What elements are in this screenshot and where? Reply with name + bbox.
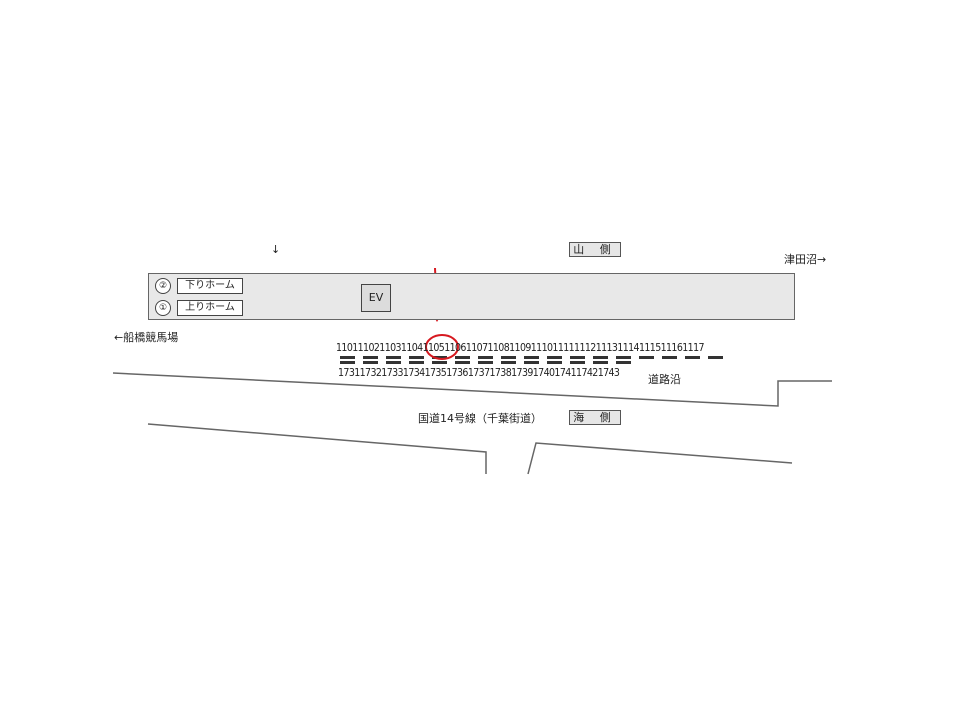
spot-number: 1742: [576, 367, 598, 379]
spot-marker: [501, 356, 516, 359]
spot-marker: [593, 356, 608, 359]
down-arrow: ↓: [271, 243, 281, 256]
spot-number: 1105: [422, 342, 445, 354]
road-edge-middle-left: [147, 423, 487, 474]
road-edge-upper: [112, 372, 832, 407]
spot-marker: [593, 361, 608, 364]
spot-number: 1738: [489, 367, 512, 379]
spot-marker: [639, 356, 654, 359]
platform-name: 上りホーム: [177, 300, 243, 316]
station-platform: ② 下りホーム ① 上りホーム EV: [148, 273, 795, 320]
spot-marker: [340, 356, 355, 359]
spot-number: 1104: [400, 342, 423, 354]
spot-marker: [432, 361, 447, 364]
direction-left: ←船橋競馬場: [114, 331, 179, 344]
spot-marker: [524, 356, 539, 359]
spot-number: 1114: [617, 342, 639, 354]
spot-marker: [616, 361, 631, 364]
platform-row-down: ② 下りホーム: [155, 278, 243, 294]
spot-number: 1103: [379, 342, 401, 354]
spot-marker: [662, 356, 677, 359]
spot-number: 1107: [465, 342, 488, 354]
spot-number: 1741: [554, 367, 577, 379]
spot-marker: [478, 361, 493, 364]
spot-marker: [616, 356, 631, 359]
spot-marker: [455, 356, 470, 359]
spot-number: 1735: [424, 367, 447, 379]
spot-marker: [708, 356, 723, 359]
spot-number: 1740: [532, 367, 555, 379]
spot-marker: [386, 356, 401, 359]
direction-right: 津田沼→: [784, 253, 827, 266]
spot-number: 1108: [487, 342, 510, 354]
spot-marker: [478, 356, 493, 359]
spot-number: 1117: [682, 342, 704, 354]
spot-numbers-bottom: 1731173217331734173517361737173817391740…: [338, 367, 620, 379]
platform-number: ①: [155, 300, 171, 316]
spot-marker: [570, 356, 585, 359]
spot-numbers-top: 1101110211031104110511061107110811091110…: [336, 342, 704, 354]
spot-marker: [501, 361, 516, 364]
spot-number: 1109: [509, 342, 531, 354]
spot-number: 1116: [660, 342, 683, 354]
spot-marker: [363, 361, 378, 364]
spot-marker: [409, 356, 424, 359]
spot-number: 1110: [530, 342, 553, 354]
spot-marker: [547, 361, 562, 364]
spot-marker: [386, 361, 401, 364]
spot-number: 1115: [638, 342, 661, 354]
spot-number: 1111: [552, 342, 575, 354]
spot-number: 1737: [467, 367, 490, 379]
spot-number: 1734: [402, 367, 425, 379]
spot-number: 1106: [444, 342, 466, 354]
spot-marker: [455, 361, 470, 364]
spot-number: 1101: [336, 342, 358, 354]
spot-number: 1731: [338, 367, 360, 379]
platform-number: ②: [155, 278, 171, 294]
spot-marker: [363, 356, 378, 359]
spot-marker: [409, 361, 424, 364]
elevator-box: EV: [361, 284, 391, 312]
spot-marker: [432, 356, 447, 359]
spot-number: 1736: [446, 367, 468, 379]
spot-marker: [685, 356, 700, 359]
route-label: 国道14号線（千葉街道）: [418, 412, 542, 425]
platform-row-up: ① 上りホーム: [155, 300, 243, 316]
spot-number: 1733: [381, 367, 403, 379]
spot-number: 1743: [597, 367, 620, 379]
spot-number: 1113: [595, 342, 618, 354]
spot-markers: [340, 356, 723, 364]
spot-marker: [547, 356, 562, 359]
mountain-side-label: 山 側: [569, 242, 621, 257]
spot-number: 1732: [359, 367, 382, 379]
highlight-circle: [425, 334, 459, 360]
along-road-label: 道路沿: [648, 373, 681, 386]
spot-marker: [524, 361, 539, 364]
spot-marker: [570, 361, 585, 364]
platform-name: 下りホーム: [177, 278, 243, 294]
spot-number: 1739: [511, 367, 533, 379]
spot-number: 1102: [357, 342, 380, 354]
road-edge-middle-right: [527, 442, 793, 475]
sea-side-label: 海 側: [569, 410, 621, 425]
spot-marker: [340, 361, 355, 364]
spot-number: 1112: [574, 342, 596, 354]
